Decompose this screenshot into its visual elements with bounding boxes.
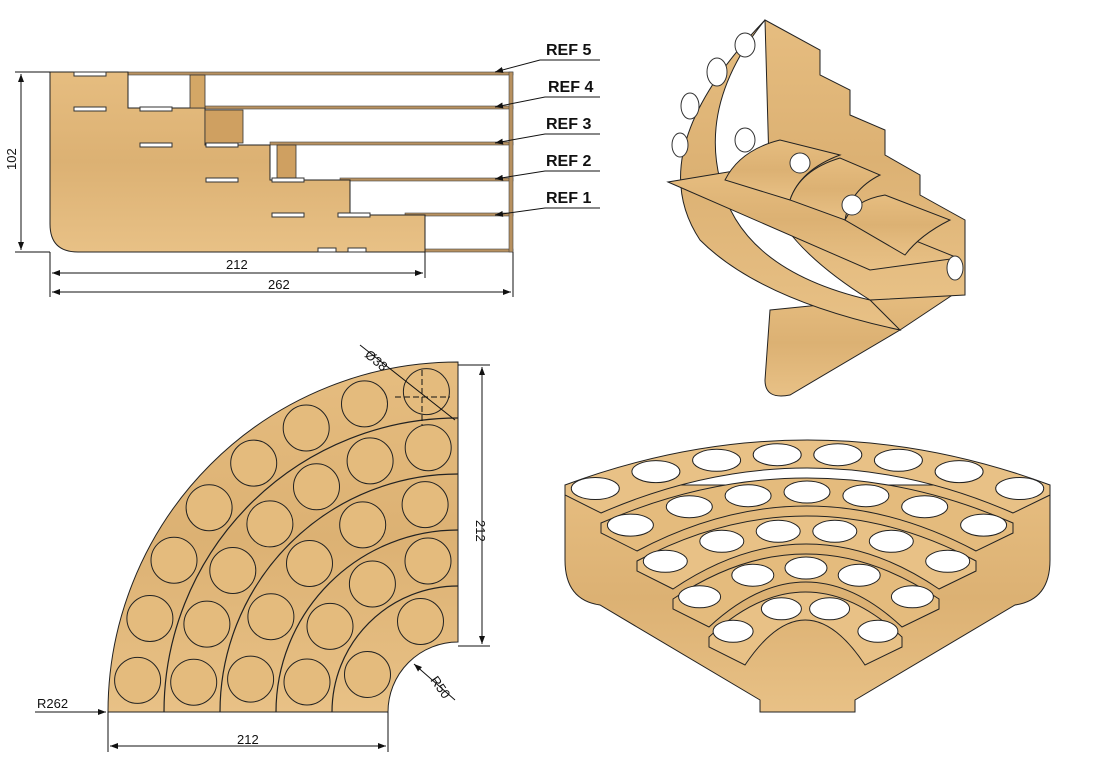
- dim-height-212: 212: [473, 520, 488, 542]
- tiers: [564, 439, 1051, 666]
- hole: [293, 463, 340, 511]
- hole: [760, 597, 802, 621]
- hole: [397, 598, 444, 645]
- tier: [600, 477, 1014, 552]
- plan-view: Ø38 212 212 R262 R50: [35, 344, 490, 752]
- hole: [404, 424, 452, 472]
- hole-group: [114, 368, 452, 706]
- hole: [925, 549, 971, 573]
- hole: [341, 380, 388, 428]
- ref-3-label: REF 3: [546, 116, 591, 133]
- ring-line: [331, 585, 459, 713]
- ring-line: [163, 417, 459, 713]
- ring-line: [275, 529, 459, 713]
- dim-width-212: 212: [226, 257, 248, 272]
- hole: [731, 563, 775, 587]
- hole: [183, 600, 231, 648]
- hole: [678, 585, 722, 609]
- hole: [813, 443, 863, 467]
- bottom-panel: [764, 289, 961, 397]
- tier: [672, 553, 940, 628]
- hole: [404, 537, 452, 585]
- hole: [150, 536, 198, 584]
- hole: [692, 448, 742, 472]
- hole: [126, 595, 174, 642]
- hole: [809, 597, 851, 621]
- hole: [402, 368, 450, 416]
- hole: [247, 593, 295, 641]
- hole: [712, 619, 754, 643]
- hole: [114, 656, 162, 704]
- dim-width-262: 262: [268, 277, 290, 292]
- hole: [230, 439, 278, 487]
- hole: [348, 560, 396, 608]
- hole: [812, 519, 858, 543]
- hole: [873, 448, 923, 472]
- tab-slots: [73, 71, 371, 253]
- tier-surface: [600, 477, 1014, 552]
- ref-4-label: REF 4: [548, 79, 593, 96]
- hole: [752, 443, 802, 467]
- dim-outer-radius: R262: [37, 696, 68, 711]
- hole: [960, 513, 1008, 537]
- tier: [636, 515, 977, 590]
- dim-inner-radius: R50: [428, 673, 454, 701]
- dim-height-102: 102: [4, 148, 19, 170]
- hole: [170, 658, 218, 706]
- hole: [783, 480, 831, 504]
- ring-line: [219, 473, 459, 713]
- tier: [564, 439, 1051, 514]
- shelf-lines: [127, 71, 514, 253]
- hole: [995, 477, 1045, 500]
- dim-width-212: 212: [237, 732, 259, 747]
- iso-side-holes: [671, 32, 964, 281]
- hole: [642, 549, 688, 573]
- hole: [868, 529, 914, 553]
- hole: [784, 556, 828, 580]
- ref-1-label: REF 1: [546, 190, 591, 207]
- hole: [699, 529, 745, 553]
- hole: [631, 460, 681, 484]
- plan-dimensions: [35, 344, 490, 752]
- hole: [570, 477, 620, 500]
- hole: [606, 513, 654, 537]
- hole: [755, 519, 801, 543]
- hole: [185, 484, 233, 532]
- side-panel: [49, 71, 426, 253]
- hole: [339, 501, 387, 549]
- ref-leaders: [494, 59, 600, 217]
- hole: [227, 655, 275, 703]
- hole: [934, 460, 984, 484]
- hole: [346, 437, 394, 485]
- tier-surface: [564, 439, 1051, 514]
- side-view: REF 5 REF 4 REF 3 REF 2 REF 1 102 212 26…: [4, 42, 600, 297]
- ref-2-label: REF 2: [546, 153, 591, 170]
- hole: [283, 658, 331, 706]
- hole: [842, 484, 890, 508]
- side-dimensions: [15, 71, 514, 297]
- tier: [708, 591, 903, 666]
- hole: [401, 481, 449, 529]
- hole: [246, 500, 294, 548]
- hole: [282, 404, 330, 452]
- hole: [890, 585, 934, 609]
- tier-surface: [708, 591, 903, 666]
- hole: [344, 651, 391, 698]
- ref-5-label: REF 5: [546, 42, 591, 59]
- hole: [724, 484, 772, 508]
- hole: [901, 495, 949, 519]
- hole: [665, 495, 713, 519]
- iso-side-view: [666, 19, 966, 397]
- hole: [837, 563, 881, 587]
- hole: [857, 619, 899, 643]
- hole: [306, 602, 354, 650]
- hole: [209, 547, 257, 594]
- iso-top-view: [564, 439, 1051, 713]
- curved-back: [680, 19, 902, 331]
- hole: [286, 540, 333, 587]
- ring-lines: [163, 417, 459, 713]
